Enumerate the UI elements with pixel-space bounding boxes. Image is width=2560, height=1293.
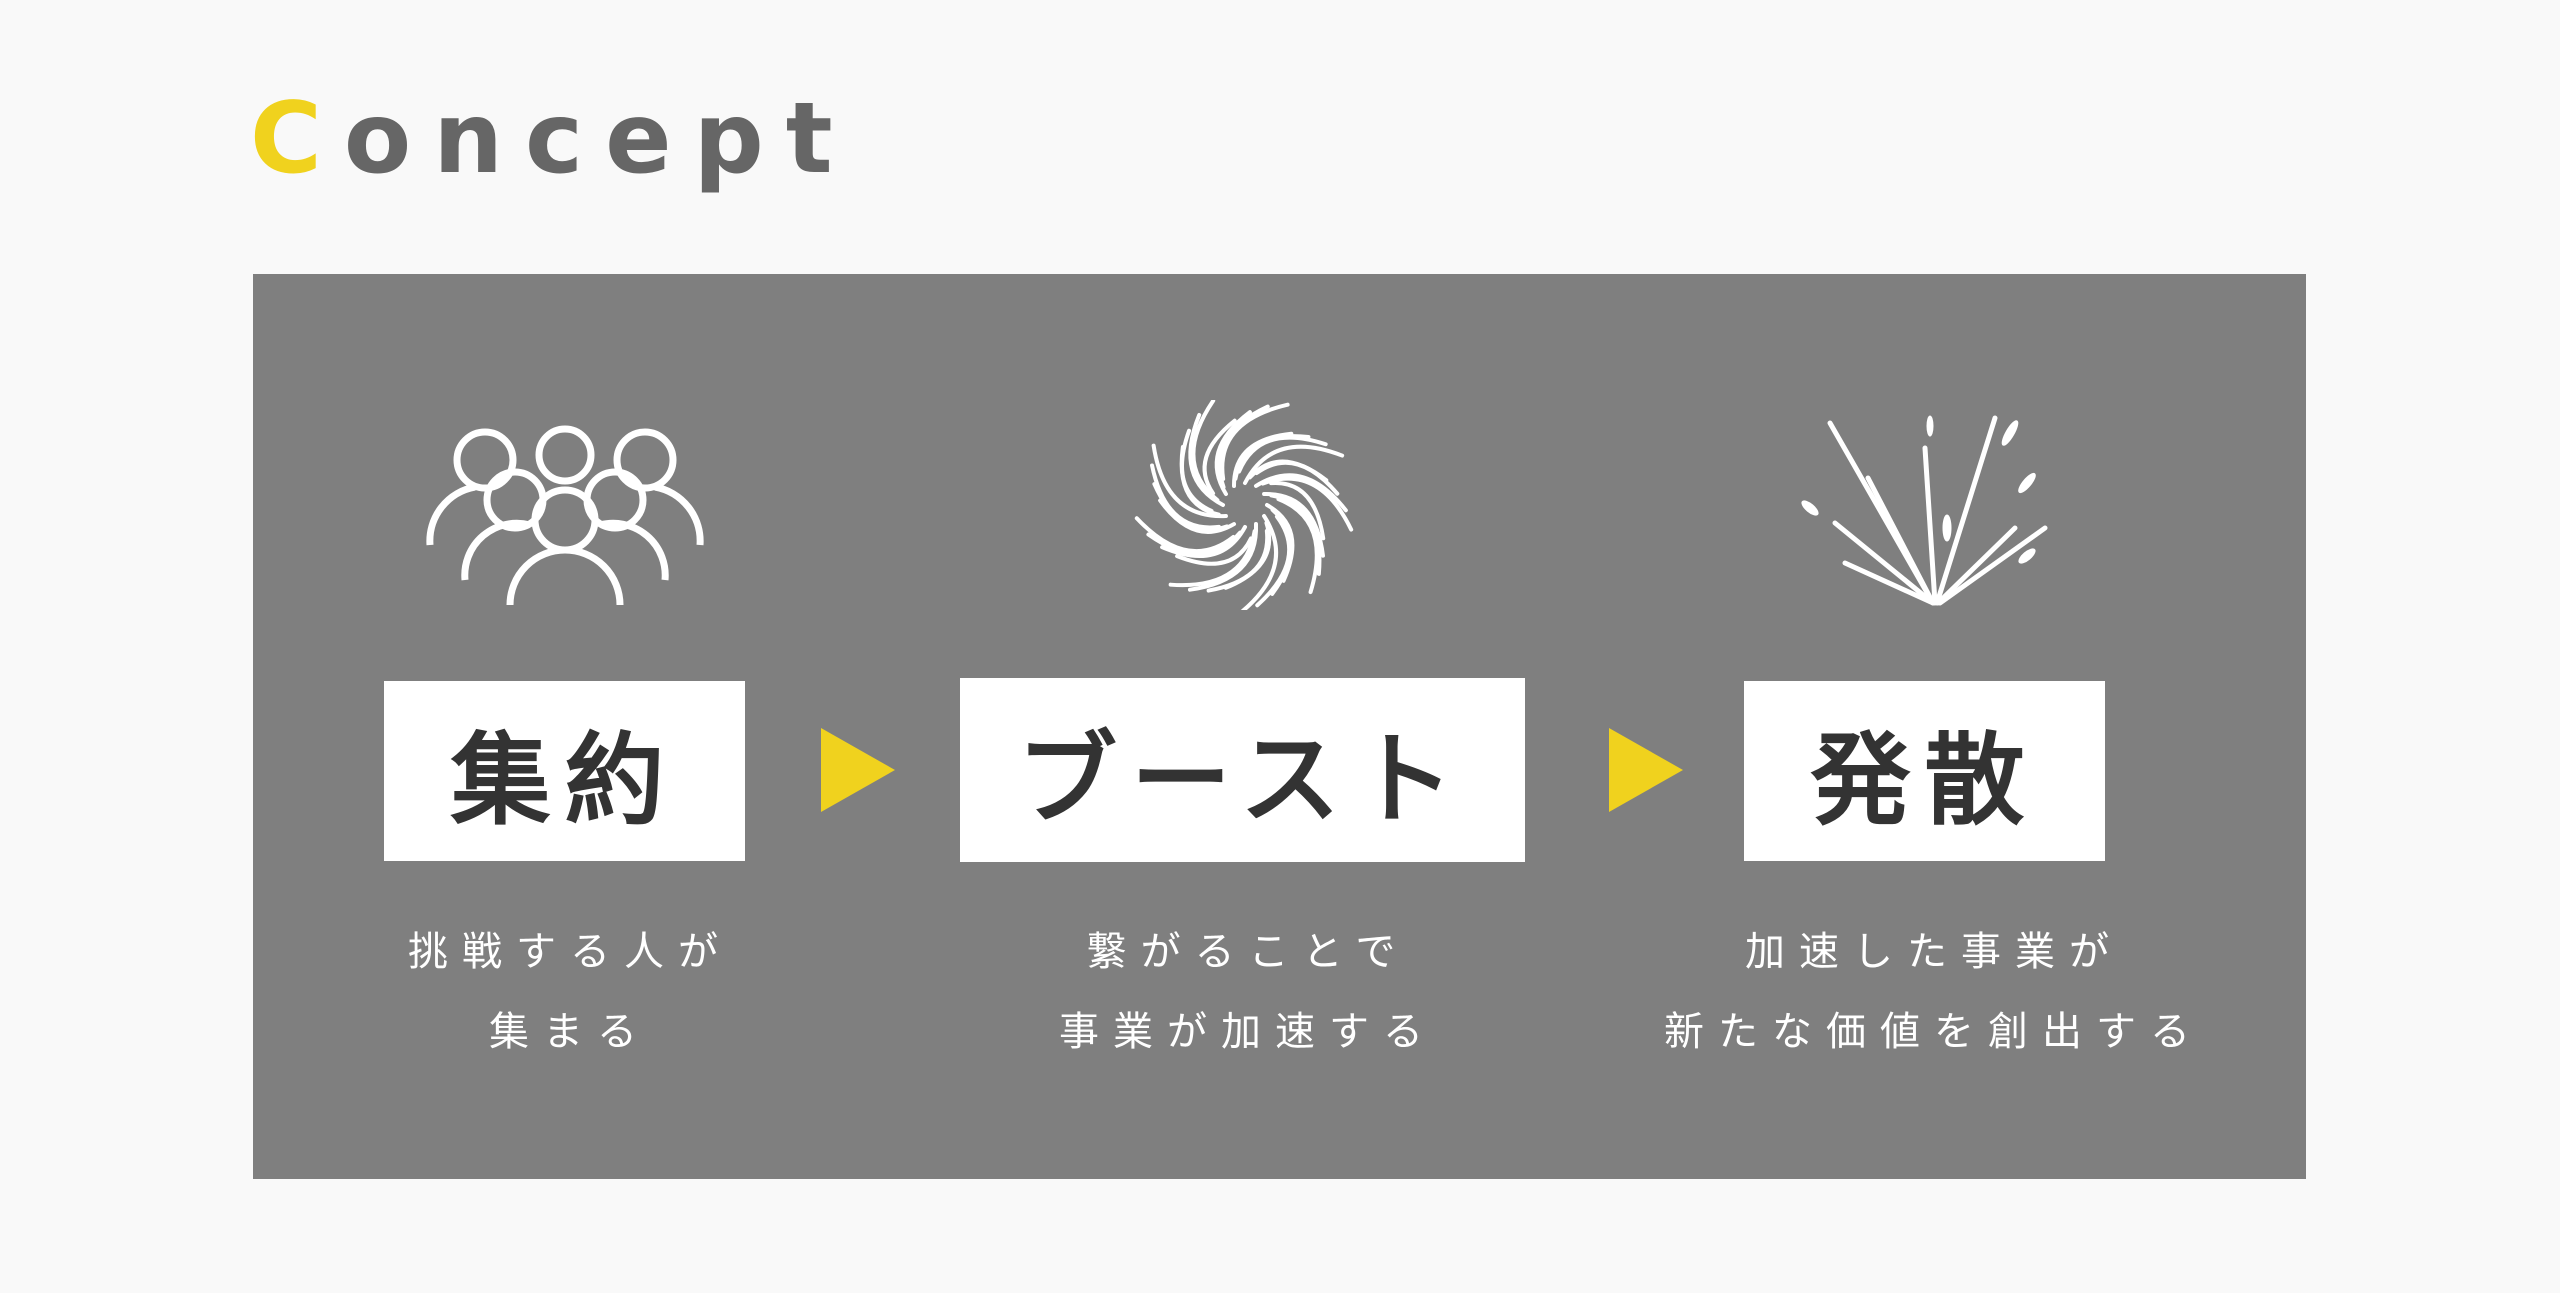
swirl-stroke [1240,514,1279,610]
swirl-stroke [1146,530,1243,556]
swirl-stroke [1220,402,1290,481]
page-title: Concept [250,82,855,196]
swirl-icon [1134,400,1354,610]
swirl-stroke [1269,493,1322,576]
swirl-stroke [1202,418,1237,496]
step-box-aggregate: 集約 [384,681,745,861]
swirl-stroke [1269,481,1326,541]
title-first-letter: C [250,82,344,196]
swirl-stroke [1254,460,1340,496]
step-caption: 挑戦する人が集まる [270,912,870,1072]
caption-line: 事業が加速する [1059,1009,1437,1055]
caption-line: 挑戦する人が [408,929,732,975]
step-caption: 繋がることで事業が加速する [948,912,1548,1072]
step-box-diverge: 発散 [1744,681,2105,861]
swirl-stroke [1243,444,1345,485]
swirl-stroke [1175,536,1253,566]
arrow-right-icon [1609,728,1683,812]
swirl-stroke [1168,529,1257,588]
swirl-stroke [1150,463,1221,530]
caption-line: 繋がることで [1086,929,1410,975]
step-label: ブースト [1017,720,1468,838]
swirl-stroke [1191,400,1220,503]
step-label: 発散 [1810,721,2039,839]
arrow-right-icon [821,728,895,812]
swirl-stroke [1134,516,1236,554]
caption-line: 加速した事業が [1745,929,2123,975]
swirl-stroke [1180,428,1214,513]
swirl-stroke [1217,404,1270,490]
people-group-icon [426,425,704,606]
step-box-boost: ブースト [960,678,1525,862]
step-caption: 加速した事業が新たな価値を創出する [1634,912,2234,1072]
burst-icon [1801,415,2048,606]
swirl-stroke [1237,435,1328,474]
swirl-stroke [1255,514,1292,608]
title-rest: oncept [343,82,855,196]
swirl-stroke [1151,443,1228,519]
swirl-stroke [1260,476,1354,532]
swirl-stroke [1206,529,1270,593]
step-label: 集約 [450,721,679,839]
caption-line: 新たな価値を創出する [1664,1009,2204,1055]
swirl-stroke [1276,497,1319,595]
caption-line: 集まる [489,1009,651,1055]
